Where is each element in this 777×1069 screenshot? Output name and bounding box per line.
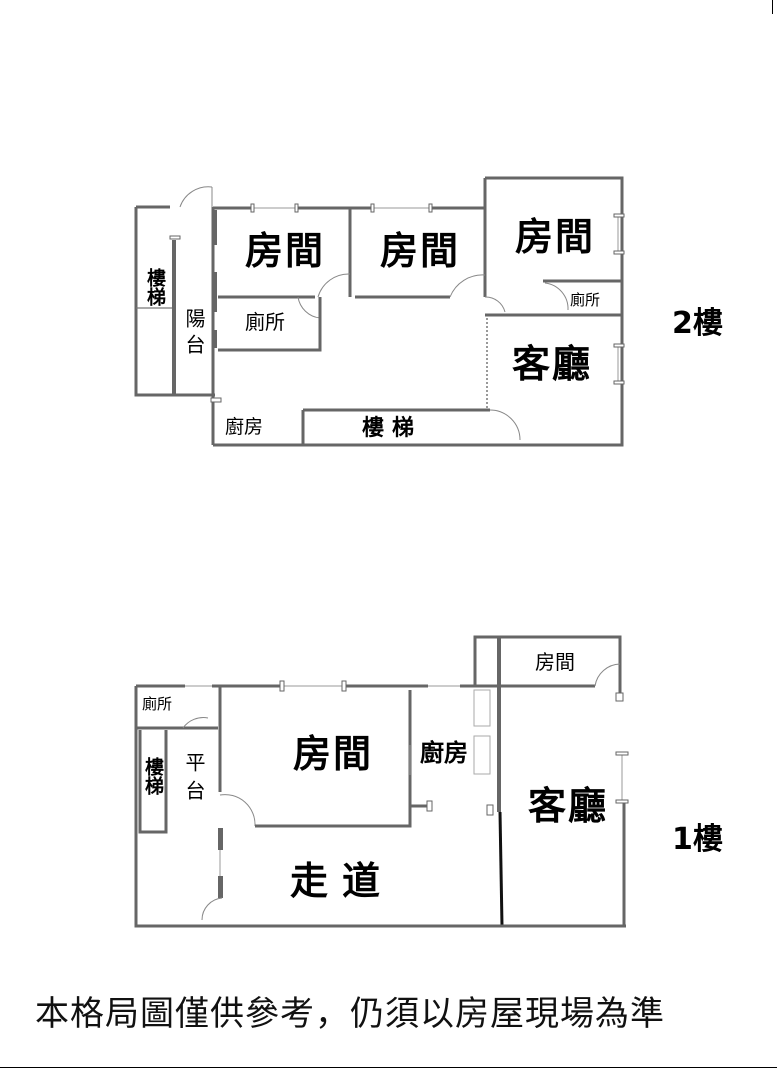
room-label-1f-living: 客廳 <box>528 784 609 828</box>
room-label-2f-stairs-side: 樓梯 <box>144 268 166 306</box>
room-label-1f-toilet: 廁所 <box>142 695 173 713</box>
floor-1-plan <box>134 635 629 928</box>
room-label-2f-balcony: 陽台 <box>182 308 206 360</box>
room-label-2f-bedroom-b: 房間 <box>380 229 461 273</box>
room-label-1f-corridor: 走道 <box>290 859 395 903</box>
frame-edge-bottom <box>0 1067 777 1068</box>
room-label-2f-living: 客廳 <box>512 342 593 386</box>
room-label-1f-platform: 平台 <box>182 752 206 808</box>
floor-tag-2f: 2樓 <box>672 306 723 341</box>
room-label-2f-bedroom-c: 房間 <box>515 215 596 259</box>
room-label-1f-bedroom-b: 房間 <box>535 650 575 674</box>
room-label-1f-stairs: 樓梯 <box>142 757 164 795</box>
room-label-2f-toilet-b: 廁所 <box>570 291 601 309</box>
disclaimer-text: 本格局圖僅供參考，仍須以房屋現場為準 <box>35 994 665 1034</box>
room-label-1f-kitchen: 廚房 <box>420 739 468 767</box>
floor-2-plan <box>134 176 625 447</box>
room-label-2f-bedroom-a: 房間 <box>245 229 326 273</box>
floor-tag-1f: 1樓 <box>672 822 723 857</box>
room-label-2f-kitchen: 廚房 <box>225 416 264 438</box>
room-label-2f-toilet-a: 廁所 <box>245 310 285 334</box>
room-label-2f-stairs-main: 樓梯 <box>362 416 423 441</box>
room-label-1f-bedroom-a: 房間 <box>293 732 374 776</box>
frame-edge-right <box>772 0 773 14</box>
